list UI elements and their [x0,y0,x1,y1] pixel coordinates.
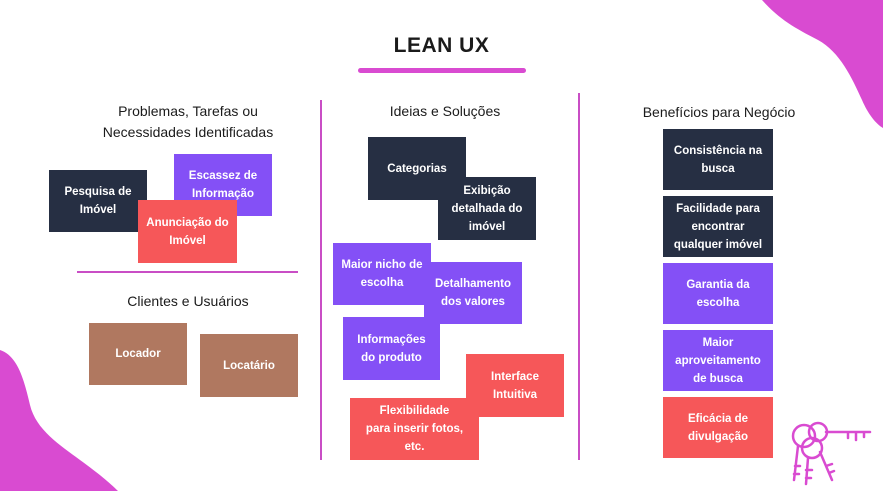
column-divider-1 [320,100,322,460]
note-locatario: Locatário [200,334,298,397]
note-exibicao-detalhada: Exibição detalhada do imóvel [438,177,536,240]
note-informacoes-produto: Informações do produto [343,317,440,380]
note-maior-nicho: Maior nicho de escolha [333,243,431,305]
keys-icon [791,421,872,486]
note-locador: Locador [89,323,187,385]
note-maior-aproveitamento: Maior aproveitamento de busca [663,330,773,391]
title-underline [358,68,526,73]
note-anunciacao-do-imovel: Anunciação do Imóvel [138,200,237,263]
bottom-left-blob [0,350,118,491]
top-right-blob [762,0,883,128]
note-flexibilidade-fotos: Flexibilidade para inserir fotos, etc. [350,398,479,460]
page-title: LEAN UX [393,34,490,57]
ideas-heading: Ideias e Soluções [389,103,501,119]
note-detalhamento-valores: Detalhamento dos valores [424,262,522,324]
note-interface-intuitiva: Interface Intuitiva [466,354,564,417]
clients-heading: Clientes e Usuários [127,293,249,309]
note-facilidade-encontrar: Facilidade para encontrar qualquer imóve… [663,196,773,257]
problems-heading: Problemas, Tarefas ou Necessidades Ident… [102,103,274,140]
column-divider-2 [578,93,580,460]
section-divider [77,271,298,273]
note-pesquisa-de-imovel: Pesquisa de Imóvel [49,170,147,232]
benefits-heading: Benefícios para Negócio [642,104,796,120]
note-eficacia-divulgacao: Eficácia de divulgação [663,397,773,458]
note-consistencia-busca: Consistência na busca [663,129,773,190]
note-garantia-escolha: Garantia da escolha [663,263,773,324]
